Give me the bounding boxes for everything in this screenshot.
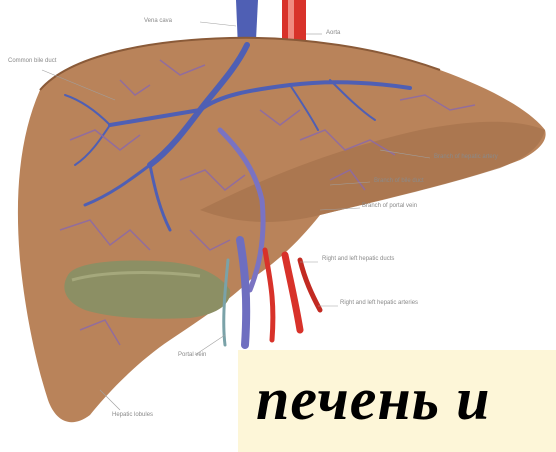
label-portal-vein-branch: Branch of portal vein <box>362 203 417 210</box>
label-common-bile-duct: Common bile duct <box>8 58 56 65</box>
label-bile-duct-branch: Branch of bile duct <box>374 178 424 185</box>
label-hepatic-lobules: Hepatic lobules <box>112 412 153 419</box>
label-hepatic-artery-branch: Branch of hepatic artery <box>434 154 498 161</box>
label-portal-vein: Portal vein <box>178 352 206 359</box>
label-hepatic-ducts: Right and left hepatic ducts <box>322 256 394 263</box>
label-aorta: Aorta <box>326 30 340 37</box>
label-vena-cava: Vena cava <box>144 18 172 25</box>
label-hepatic-arteries: Right and left hepatic arteries <box>340 300 418 307</box>
caption-text: печень и <box>256 365 490 434</box>
